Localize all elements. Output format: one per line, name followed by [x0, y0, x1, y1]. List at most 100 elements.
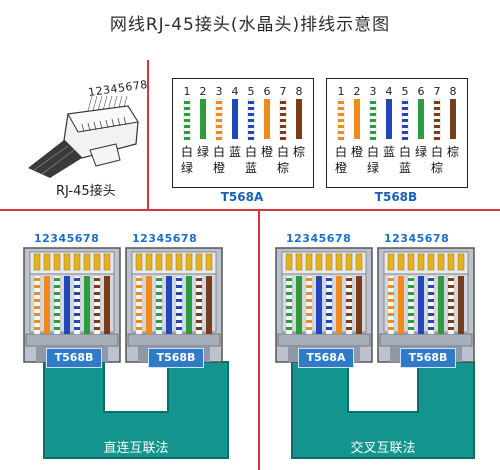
wire-color-name: 绿: [414, 145, 427, 159]
wire-column-3: 3 白橙: [211, 85, 227, 176]
rj45-plug-body: [125, 247, 223, 363]
plug-wire-6: [185, 253, 193, 334]
wire-strand: [354, 99, 360, 139]
wire-number: 4: [385, 85, 393, 98]
plug-wire-3: [305, 253, 313, 335]
plug-wire-2: [397, 253, 405, 334]
wire-number: 6: [417, 85, 425, 98]
wire-number: 3: [369, 85, 377, 98]
wire-color-name: 绿: [196, 145, 209, 159]
plug-wire-1: [387, 253, 395, 335]
wire-color-name: 棕: [292, 145, 305, 159]
plug-straight-right: [124, 246, 224, 370]
plug-wire-6: [437, 253, 445, 334]
wire-column-5: 5 白蓝: [243, 85, 259, 176]
plug-wire-1: [33, 253, 41, 335]
plug-wire-3: [407, 253, 415, 335]
wire-number: 1: [183, 85, 191, 98]
wire-strand: [279, 98, 287, 140]
plug-wire-7: [447, 253, 455, 335]
wire-number: 1: [337, 85, 345, 98]
crossover-section: 12345678 12345678 T568A T568B 交叉互联法: [262, 212, 500, 470]
plug-label-crossover-left: T568A: [298, 348, 354, 368]
standard-label-t568b: T568B: [374, 190, 418, 204]
wire-color-name: 白蓝: [244, 145, 257, 175]
wire-column-7: 7 白棕: [275, 85, 291, 176]
wire-number: 8: [449, 85, 457, 98]
jack-numbers-straight-left: 12345678: [34, 232, 100, 245]
wire-number: 5: [401, 85, 409, 98]
plug-wire-1: [285, 253, 293, 335]
wire-number: 8: [295, 85, 303, 98]
wire-color-name: 蓝: [382, 145, 395, 159]
plug-wire-2: [145, 253, 153, 334]
wire-strand: [232, 99, 238, 139]
plug-wire-5: [73, 253, 81, 335]
rj45-plug-drawing: [28, 95, 139, 178]
straight-caption: 直连互联法: [103, 441, 169, 456]
horizontal-divider: [0, 209, 500, 211]
plug-wire-2: [295, 253, 303, 334]
wire-color-name: 白棕: [430, 145, 443, 175]
plug-wire-7: [195, 253, 203, 335]
plug-wire-7: [345, 253, 353, 335]
plug-wire-1: [135, 253, 143, 335]
plug-crossover-left: [274, 246, 374, 370]
wire-number: 2: [199, 85, 207, 98]
wire-strand: [337, 98, 345, 140]
vertical-divider-bottom: [258, 211, 260, 470]
plug-wire-3: [155, 253, 163, 335]
wire-number: 4: [231, 85, 239, 98]
wire-color-name: 白棕: [276, 145, 289, 175]
wire-column-1: 1 白橙: [333, 85, 349, 176]
connector-caption: RJ-45接头: [56, 184, 116, 199]
wire-strand: [264, 99, 270, 139]
wire-number: 5: [247, 85, 255, 98]
plug-wire-7: [93, 253, 101, 335]
wire-color-name: 白橙: [212, 145, 225, 175]
plug-wire-3: [53, 253, 61, 335]
crossover-caption: 交叉互联法: [350, 441, 416, 456]
jack-numbers-crossover-left: 12345678: [286, 232, 352, 245]
wire-strand: [215, 98, 223, 140]
wire-strand: [386, 99, 392, 139]
plug-wire-8: [103, 253, 111, 334]
plug-wire-5: [427, 253, 435, 335]
wire-number: 3: [215, 85, 223, 98]
wire-strand: [200, 99, 206, 139]
page-title: 网线RJ-45接头(水晶头)排线示意图: [109, 15, 391, 35]
wire-number: 6: [263, 85, 271, 98]
straight-section: 12345678 12345678 T568B T568B 直连互联法: [0, 212, 258, 470]
rj45-connector-figure: 12345678 RJ-45接头: [20, 70, 149, 200]
wire-color-name: 白橙: [334, 145, 347, 175]
wire-color-name: 白蓝: [398, 145, 411, 175]
plug-wire-5: [175, 253, 183, 335]
plug-wire-8: [355, 253, 363, 334]
jack-numbers-crossover-right: 12345678: [384, 232, 450, 245]
plug-wire-4: [417, 253, 425, 334]
wire-color-name: 棕: [446, 145, 459, 159]
wire-strand: [418, 99, 424, 139]
wire-number: 7: [279, 85, 287, 98]
wire-strand: [401, 98, 409, 140]
rj45-plug-body: [275, 247, 373, 363]
wire-color-name: 橙: [350, 145, 363, 159]
wire-strand: [433, 98, 441, 140]
wire-strand: [183, 98, 191, 140]
standard-label-t568a: T568A: [220, 190, 264, 204]
wire-strand: [450, 99, 456, 139]
plug-wire-6: [83, 253, 91, 334]
plug-label-crossover-right: T568B: [400, 348, 456, 368]
plug-wire-5: [325, 253, 333, 335]
